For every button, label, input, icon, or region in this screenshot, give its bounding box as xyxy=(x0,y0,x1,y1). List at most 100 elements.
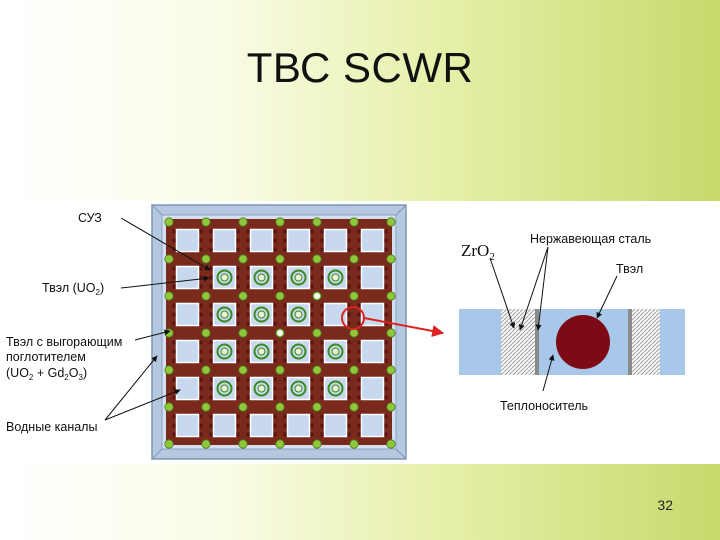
fuel-pin xyxy=(346,340,351,345)
fuel-pin xyxy=(272,423,277,428)
fuel-pin xyxy=(309,349,314,354)
fuel-pin xyxy=(346,312,351,317)
fuel-pin xyxy=(272,340,277,345)
fuel-pin xyxy=(357,377,362,382)
water-box xyxy=(175,265,200,290)
fuel-pin xyxy=(246,284,251,289)
label-control-rods: СУЗ xyxy=(78,211,102,225)
fuel-pin xyxy=(246,275,251,280)
fuel-pin xyxy=(172,414,177,419)
fuel-pin xyxy=(235,312,240,317)
absorber-ring xyxy=(253,269,270,286)
fuel-pin xyxy=(198,395,203,400)
fuel-pin xyxy=(209,386,214,391)
fuel-pin xyxy=(346,377,351,382)
fuel-pin xyxy=(172,266,177,271)
fuel-pin xyxy=(283,303,288,308)
fuel-pin xyxy=(172,238,177,243)
fuel-pin xyxy=(357,423,362,428)
fuel-pin xyxy=(383,395,388,400)
fuel-pin xyxy=(235,386,240,391)
fuel-pin xyxy=(320,275,325,280)
fuel-pin xyxy=(209,303,214,308)
absorber-core xyxy=(220,384,229,393)
fuel-pin xyxy=(235,340,240,345)
fuel-pin xyxy=(346,358,351,363)
fuel-pin xyxy=(209,247,214,252)
control-rod xyxy=(201,402,211,412)
fuel-pin xyxy=(272,386,277,391)
fuel-pin xyxy=(357,238,362,243)
water-box xyxy=(249,413,274,438)
fuel-pin xyxy=(320,377,325,382)
fuel-pin xyxy=(246,423,251,428)
absorber-core xyxy=(220,310,229,319)
fuel-pin xyxy=(309,312,314,317)
fuel-pin xyxy=(309,275,314,280)
fuel-pin xyxy=(272,247,277,252)
fuel-pin xyxy=(198,312,203,317)
fuel-pin xyxy=(246,386,251,391)
fuel-pin xyxy=(272,312,277,317)
fuel-pin xyxy=(172,423,177,428)
fuel-pin xyxy=(272,377,277,382)
fuel-pin xyxy=(283,377,288,382)
fuel-pin xyxy=(320,432,325,437)
control-rod xyxy=(275,291,285,301)
water-box xyxy=(360,228,385,253)
fuel-pin xyxy=(309,432,314,437)
fuel-pin xyxy=(283,238,288,243)
fuel-pin xyxy=(357,284,362,289)
fuel-pin xyxy=(246,358,251,363)
control-rod xyxy=(275,254,285,264)
fuel-pin xyxy=(357,321,362,326)
fuel-pin xyxy=(198,266,203,271)
control-rod xyxy=(238,402,248,412)
fuel-pin xyxy=(172,349,177,354)
control-rod xyxy=(238,439,248,449)
fuel-pin xyxy=(198,432,203,437)
fuel-pin xyxy=(346,229,351,234)
fuel-pin xyxy=(246,377,251,382)
fuel-pin xyxy=(235,423,240,428)
fuel-pin xyxy=(209,238,214,243)
absorber-core xyxy=(294,310,303,319)
water-box xyxy=(360,413,385,438)
fuel-pin xyxy=(235,275,240,280)
fuel-pin xyxy=(209,377,214,382)
absorber-core xyxy=(220,273,229,282)
control-rod xyxy=(201,328,211,338)
fuel-pin xyxy=(309,266,314,271)
fuel-pin xyxy=(383,423,388,428)
fuel-pin xyxy=(235,321,240,326)
fuel-pin xyxy=(235,229,240,234)
fuel-pin xyxy=(383,432,388,437)
fuel-pin xyxy=(209,312,214,317)
absorber-core xyxy=(257,384,266,393)
fuel-pin xyxy=(357,349,362,354)
fuel-pin xyxy=(309,414,314,419)
fuel-pin xyxy=(320,266,325,271)
label-absorber-formula: (UO2 + Gd2O3) xyxy=(6,366,87,382)
fuel-pin xyxy=(346,432,351,437)
fuel-pin xyxy=(320,386,325,391)
control-rod xyxy=(275,365,285,375)
control-rod xyxy=(201,254,211,264)
lattice-cells xyxy=(164,217,396,449)
fuel-pin xyxy=(235,358,240,363)
fuel-pin xyxy=(272,303,277,308)
fuel-pin xyxy=(283,321,288,326)
absorber-ring xyxy=(216,380,233,397)
fuel-pin xyxy=(198,321,203,326)
water-box xyxy=(323,302,348,327)
fuel-pin xyxy=(320,284,325,289)
fuel-pin xyxy=(198,247,203,252)
fuel-pin xyxy=(320,414,325,419)
fuel-pin xyxy=(383,386,388,391)
fuel-pin xyxy=(172,312,177,317)
fuel-pin xyxy=(198,303,203,308)
fuel-pin xyxy=(309,321,314,326)
fuel-pin xyxy=(283,358,288,363)
fuel-pin xyxy=(383,266,388,271)
absorber-core xyxy=(294,384,303,393)
